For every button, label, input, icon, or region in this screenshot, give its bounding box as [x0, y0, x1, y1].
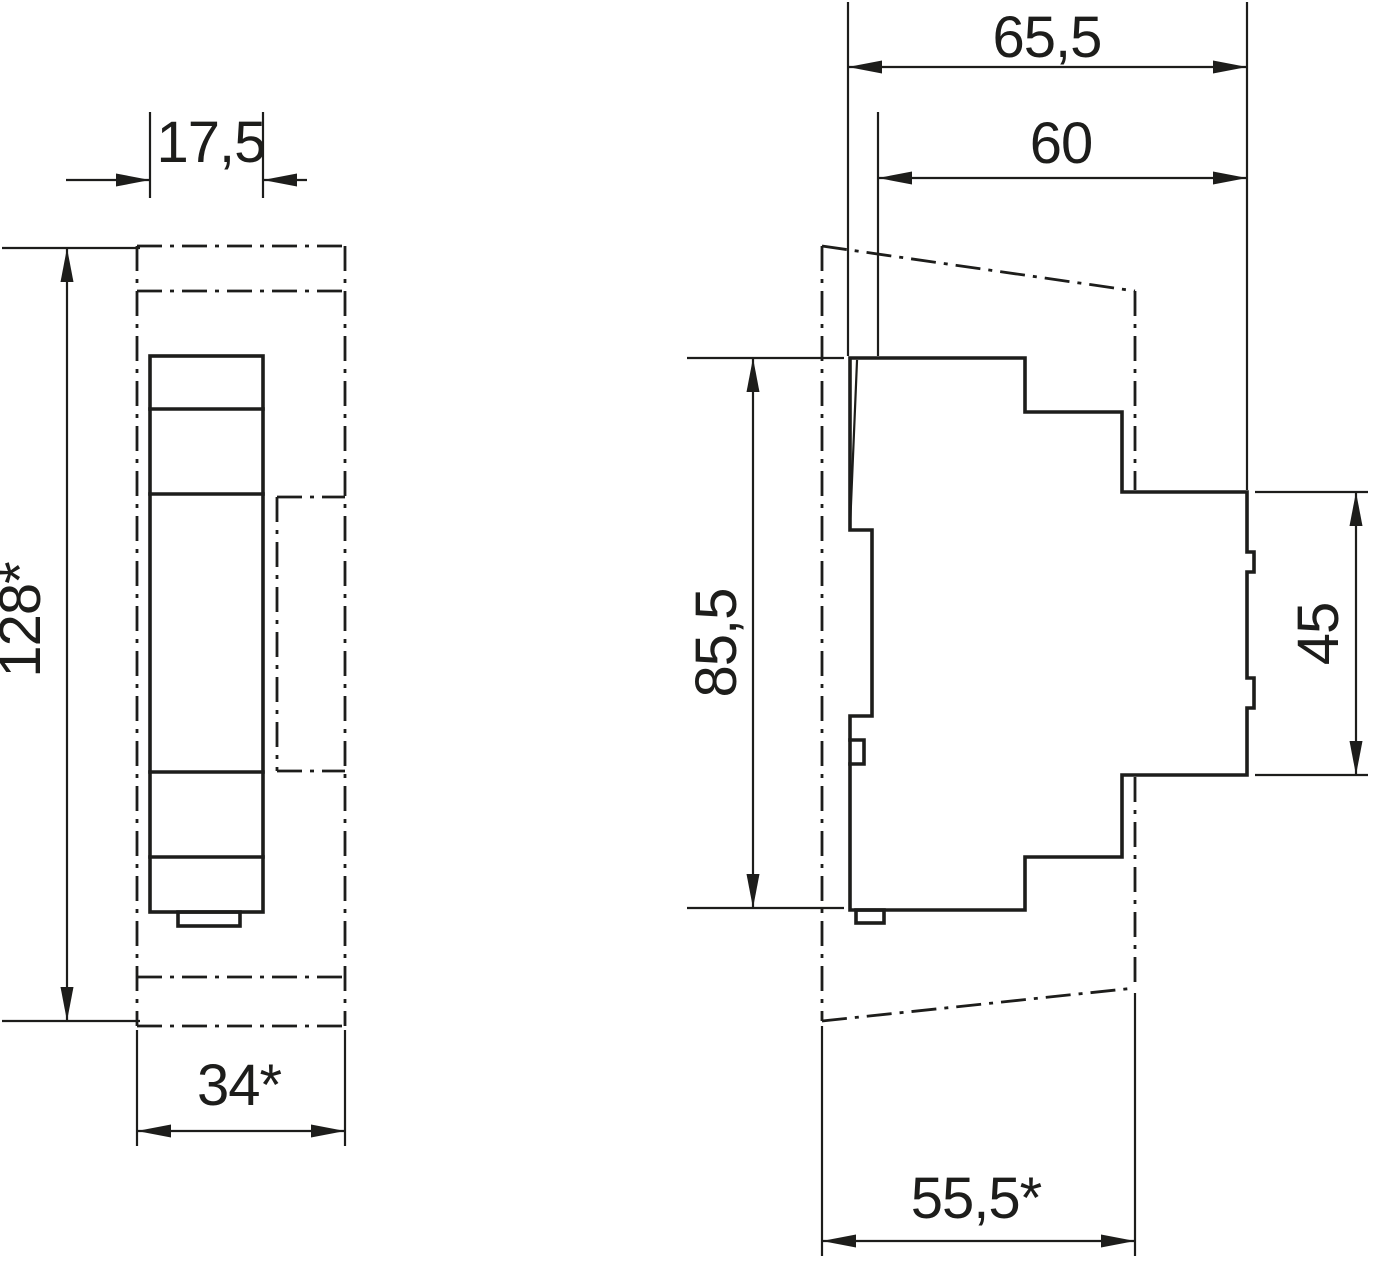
module-front-outline — [148, 354, 265, 914]
body-height-label: 85,5 — [684, 589, 749, 698]
dim-total-height: 128* — [0, 246, 140, 1023]
arrowhead-down — [1349, 741, 1363, 775]
dim-front-section-height: 45 — [1255, 490, 1368, 777]
front-view: 17,5 128* 34* — [0, 110, 347, 1146]
din-clip-spring — [848, 359, 859, 530]
dim-total-depth: 65,5 — [846, 2, 1249, 490]
arrowhead-up — [746, 358, 760, 392]
module-side-outline — [848, 356, 1256, 912]
dim-body-height: 85,5 — [684, 356, 844, 910]
front-module-body — [148, 354, 265, 928]
arrowhead-right — [116, 173, 150, 187]
side-view: 65,5 60 85,5 45 — [684, 2, 1368, 1256]
dim-module-width: 17,5 — [66, 110, 307, 198]
total-width-label: 34* — [197, 1053, 282, 1118]
arrowhead-right — [1101, 1234, 1135, 1248]
rail-to-front-depth-label: 60 — [1030, 111, 1093, 176]
panel-top-edge — [821, 244, 1136, 293]
arrowhead-down — [746, 874, 760, 908]
arrowhead-right — [1213, 171, 1247, 185]
total-height-label: 128* — [0, 562, 53, 678]
arrowhead-up — [60, 248, 74, 282]
front-panel-outline — [135, 244, 347, 1028]
dim-total-width: 34* — [135, 1030, 347, 1146]
arrowhead-left — [878, 171, 912, 185]
module-bottom-tab — [176, 910, 242, 928]
arrowhead-right — [311, 1124, 345, 1138]
dim-rail-to-front-depth: 60 — [876, 111, 1247, 356]
side-panel-outline — [820, 244, 1137, 1023]
panel-bottom-edge — [821, 986, 1136, 1023]
arrowhead-right — [1213, 60, 1247, 74]
arrowhead-left — [848, 60, 882, 74]
din-clip-hook — [848, 738, 866, 766]
arrowhead-down — [60, 987, 74, 1021]
arrowhead-left — [263, 173, 297, 187]
dim-in-panel-depth: 55,5* — [820, 993, 1137, 1256]
arrowhead-left — [137, 1124, 171, 1138]
arrowhead-left — [822, 1234, 856, 1248]
arrowhead-up — [1349, 492, 1363, 526]
module-width-label: 17,5 — [157, 110, 266, 175]
module-bottom-tab — [854, 908, 886, 925]
in-panel-depth-label: 55,5* — [911, 1166, 1042, 1231]
total-depth-label: 65,5 — [993, 5, 1102, 70]
side-module-profile — [848, 356, 1256, 925]
front-section-height-label: 45 — [1286, 603, 1351, 666]
